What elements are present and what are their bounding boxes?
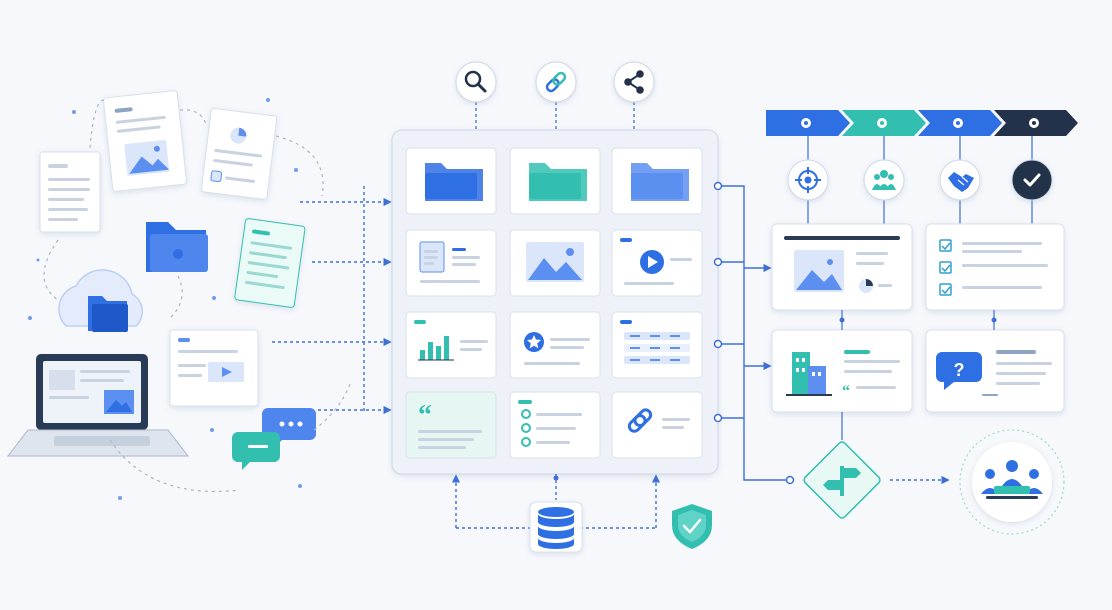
image-document-icon[interactable] — [103, 90, 187, 192]
note-document-icon[interactable] — [234, 218, 306, 308]
meeting-team-icon[interactable] — [959, 429, 1065, 535]
image-icon[interactable] — [509, 229, 601, 297]
process-pipeline — [766, 110, 1078, 224]
checklist-icon[interactable] — [509, 391, 601, 459]
building-icon — [786, 352, 832, 396]
top-tools — [455, 61, 655, 130]
folder-icon[interactable] — [146, 222, 208, 272]
search-icon[interactable] — [455, 61, 497, 130]
database-icon[interactable] — [529, 501, 583, 553]
svg-text:“: “ — [418, 400, 432, 431]
pipeline-stage-4[interactable] — [994, 110, 1078, 136]
laptop-icon[interactable] — [6, 354, 190, 457]
folder-blue-icon[interactable] — [405, 147, 497, 215]
decision-node[interactable] — [802, 440, 881, 519]
svg-text:?: ? — [954, 360, 965, 380]
question-bubble-icon: ? — [936, 352, 982, 390]
star-badge-icon[interactable] — [509, 311, 601, 379]
chat-bubble-teal-icon[interactable] — [232, 432, 280, 470]
video-play-icon[interactable] — [611, 229, 703, 297]
sources-cluster — [6, 90, 351, 500]
content-grid: “ — [405, 147, 703, 459]
inbound-connectors — [272, 186, 392, 415]
report-document-icon[interactable] — [201, 108, 278, 200]
outbound-connectors — [718, 185, 790, 481]
pipeline-stage-2[interactable] — [842, 110, 926, 136]
document-icon[interactable] — [405, 229, 497, 297]
link-icon[interactable] — [611, 391, 703, 459]
share-icon[interactable] — [613, 61, 655, 130]
quote-icon[interactable]: “ — [405, 391, 497, 459]
video-document-icon[interactable] — [169, 329, 259, 407]
target-icon[interactable] — [787, 136, 829, 224]
cloud-storage-icon[interactable] — [58, 269, 143, 332]
table-icon[interactable] — [611, 311, 703, 379]
pipeline-stage-3[interactable] — [918, 110, 1002, 136]
storage-connectors — [451, 474, 661, 529]
team-icon[interactable] — [863, 136, 905, 224]
link-icon[interactable] — [535, 61, 577, 130]
folder-teal-icon[interactable] — [509, 147, 601, 215]
checklist-card[interactable] — [925, 223, 1065, 311]
media-card[interactable] — [771, 223, 913, 311]
document-icon[interactable] — [39, 151, 101, 233]
pipeline-stage-1[interactable] — [766, 110, 850, 136]
content-grid-panel — [391, 129, 719, 475]
check-icon[interactable] — [1011, 136, 1053, 224]
shield-check-icon — [672, 504, 712, 549]
company-card[interactable]: “ — [771, 329, 913, 413]
handshake-icon[interactable] — [939, 136, 981, 224]
faq-card[interactable]: ? — [925, 329, 1065, 413]
bar-chart-icon[interactable] — [405, 311, 497, 379]
signpost-icon — [823, 466, 861, 496]
output-cards: “ ? — [771, 223, 1065, 440]
svg-text:“: “ — [842, 383, 850, 400]
folder-light-blue-icon[interactable] — [611, 147, 703, 215]
